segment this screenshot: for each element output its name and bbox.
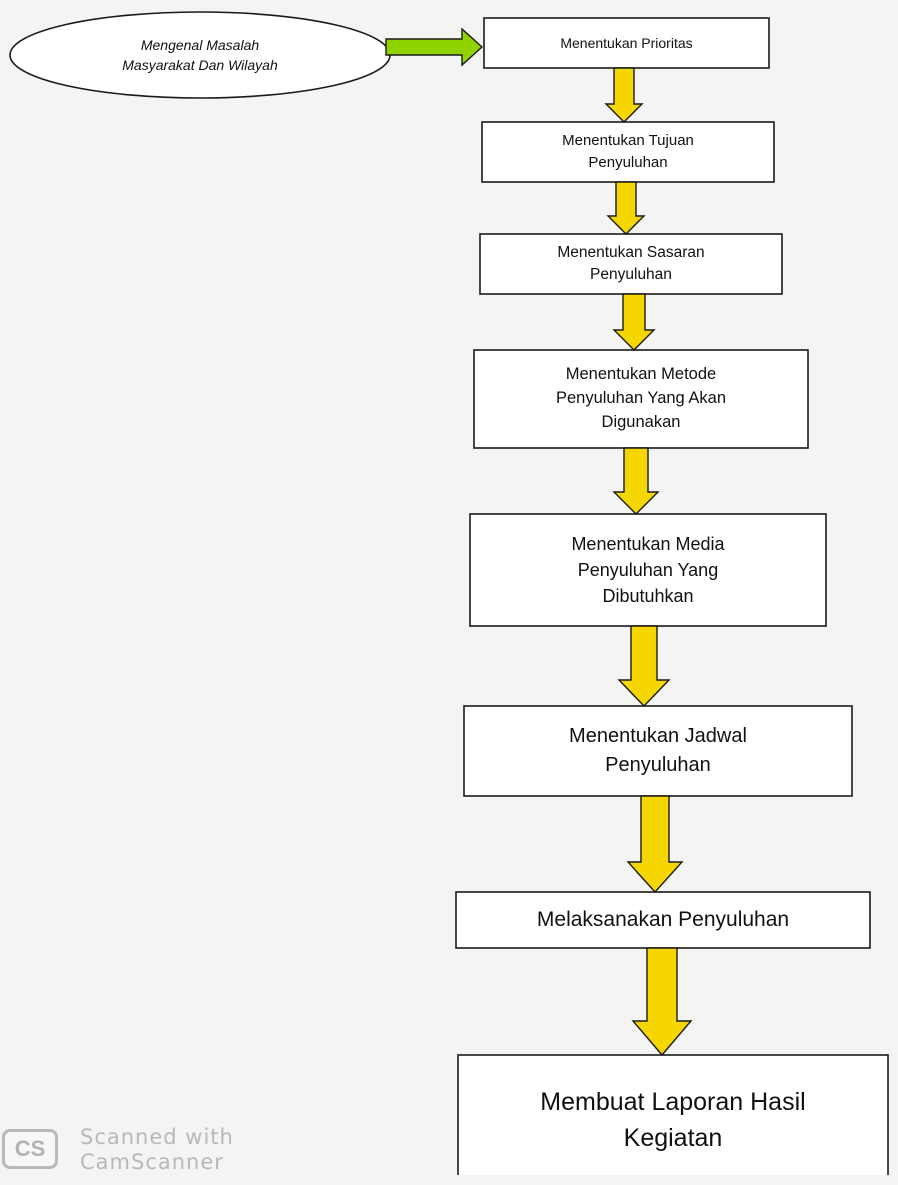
arrow-right bbox=[385, 27, 484, 67]
arrow-down-5 bbox=[617, 625, 671, 708]
watermark-line-1: Scanned with bbox=[80, 1125, 234, 1149]
step-label-6-line: Penyuluhan bbox=[605, 754, 711, 776]
step-box-2 bbox=[481, 121, 775, 183]
watermark-line-2: CamScanner bbox=[80, 1150, 224, 1174]
step-label-3-line: Menentukan Sasaran bbox=[557, 243, 705, 261]
step-label-4-line: Penyuluhan Yang Akan bbox=[555, 389, 727, 408]
step-label-5-line: Dibutuhkan bbox=[602, 586, 694, 607]
step-box-4 bbox=[473, 349, 809, 449]
step-label-4-line: Digunakan bbox=[601, 412, 681, 431]
step-box-7 bbox=[455, 891, 871, 949]
step-label-7-line: Melaksanakan Penyuluhan bbox=[536, 907, 790, 931]
arrow-down-2 bbox=[606, 181, 646, 235]
step-label-8-line: Membuat Laporan Hasil bbox=[540, 1087, 806, 1116]
arrow-down-7 bbox=[631, 947, 693, 1057]
step-label-2-line: Menentukan Tujuan bbox=[562, 132, 694, 150]
step-box-8 bbox=[457, 1054, 889, 1175]
arrow-down-4 bbox=[612, 447, 660, 515]
step-label-6-line: Menentukan Jadwal bbox=[569, 725, 747, 747]
step-label-4-line: Menentukan Metode bbox=[565, 365, 717, 384]
camscanner-watermark: CS Scanned with CamScanner bbox=[2, 1125, 262, 1175]
arrow-down-6 bbox=[626, 795, 684, 894]
arrow-down-1 bbox=[604, 67, 644, 123]
step-label-1: Menentukan Prioritas bbox=[484, 18, 769, 68]
start-node-label-line: Masyarakat Dan Wilayah bbox=[122, 57, 278, 73]
watermark-text: Scanned with CamScanner bbox=[80, 1125, 234, 1175]
arrow-down-3 bbox=[612, 293, 656, 351]
step-box-3 bbox=[479, 233, 783, 295]
step-label-3-line: Penyuluhan bbox=[590, 266, 672, 283]
step-label-1-line: Menentukan Prioritas bbox=[560, 34, 693, 51]
step-box-1 bbox=[483, 17, 770, 69]
step-label-7: Melaksanakan Penyuluhan bbox=[456, 892, 870, 948]
step-label-5-line: Menentukan Media bbox=[571, 533, 725, 554]
camscanner-logo: CS bbox=[2, 1129, 58, 1169]
step-label-5-line: Penyuluhan Yang bbox=[577, 559, 719, 580]
start-node-label-line: Mengenal Masalah bbox=[140, 36, 260, 53]
step-box-5 bbox=[469, 513, 827, 627]
step-label-2-line: Penyuluhan bbox=[588, 154, 668, 171]
step-label-8-line: Kegiatan bbox=[623, 1124, 723, 1152]
